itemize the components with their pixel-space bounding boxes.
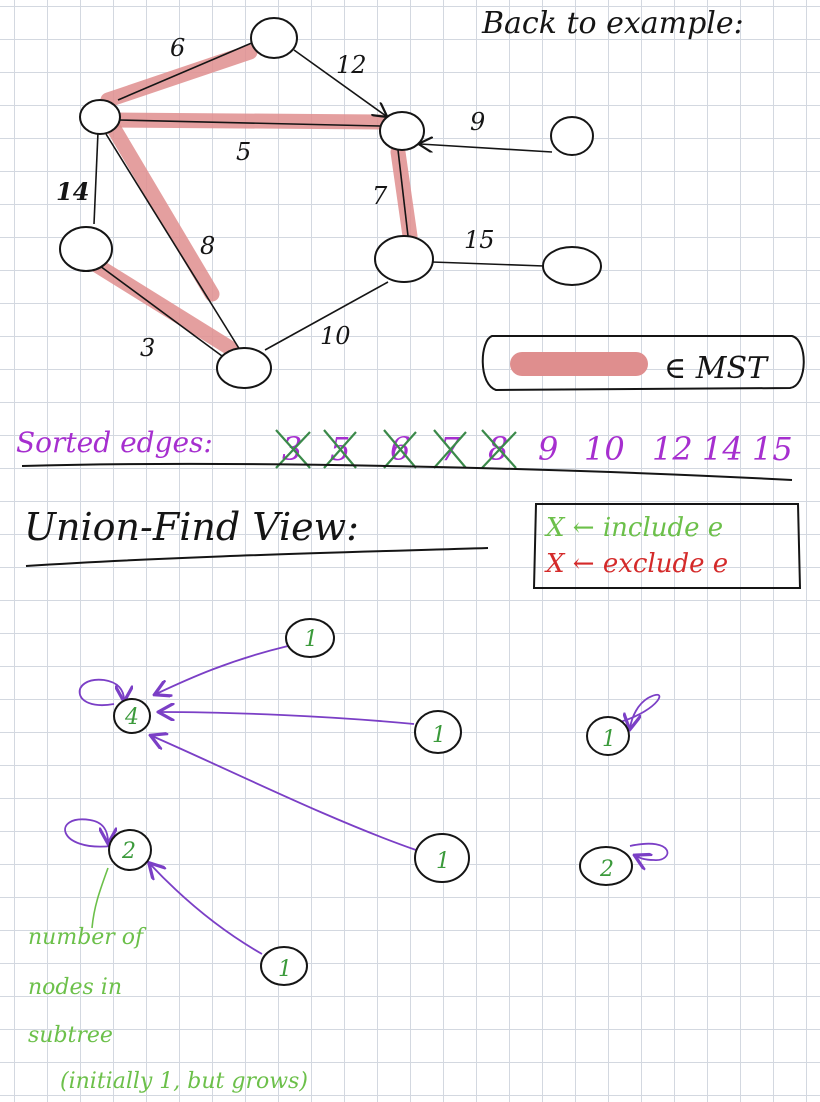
include-exclude-box — [532, 503, 802, 589]
uf-node — [108, 829, 152, 871]
graph-node-b — [250, 17, 298, 59]
edge-weight-label: 10 — [320, 322, 351, 350]
uf-link — [156, 645, 289, 694]
uf-self-loop — [629, 842, 669, 860]
subtree-size-annotation: number of nodes in subtree (initially 1,… — [28, 867, 308, 1094]
union-find-nodes: 4 1 1 1 1 2 1 2 — [108, 618, 633, 986]
union-find-heading: Union-Find View: — [24, 505, 489, 567]
edge-weight-label: 3 — [140, 334, 155, 362]
annotation-line: nodes in — [28, 975, 122, 1000]
sorted-edges: Sorted edges: 3 5 6 7 8 9 10 12 14 15 — [16, 426, 793, 481]
edge-d-f — [99, 265, 223, 357]
uf-self-loop — [78, 678, 124, 707]
edge-weight-label: 6 — [170, 34, 185, 62]
edge-weight-label: 14 — [56, 177, 89, 206]
annotation-line: number of — [28, 925, 147, 950]
graph-node-f — [216, 347, 272, 389]
cross-marks — [275, 429, 517, 469]
mst-edge-6 — [100, 44, 258, 108]
sorted-edge-remaining: 9 — [538, 430, 558, 468]
edge-c-g — [397, 149, 409, 237]
union-find-underline — [25, 547, 489, 567]
uf-node-count: 2 — [599, 857, 614, 882]
sorted-edge-remaining: 14 — [702, 430, 743, 468]
uf-node-count: 2 — [121, 839, 136, 864]
uf-link — [150, 864, 263, 955]
edge-f-g — [264, 281, 389, 351]
uf-node-count: 1 — [602, 727, 616, 752]
uf-node — [113, 698, 151, 734]
edge-a-f — [105, 133, 241, 351]
graph-node-d — [59, 226, 113, 272]
graph-node-a — [79, 99, 121, 135]
sorted-edges-label: Sorted edges: — [16, 426, 213, 459]
uf-self-loop — [64, 818, 112, 848]
graph-node-e — [550, 116, 594, 156]
include-exclude-legend: X ← include e X ← exclude e — [532, 503, 802, 589]
graph-node-c — [379, 111, 425, 151]
uf-node-count: 4 — [124, 705, 139, 730]
uf-node — [260, 946, 308, 986]
uf-node — [414, 833, 470, 883]
mst-legend: ∈ MST — [481, 335, 805, 392]
edge-b-c — [293, 49, 386, 116]
edge-a-b — [117, 41, 255, 101]
edge-weight-label: 8 — [200, 232, 215, 260]
uf-node-count: 1 — [436, 849, 450, 874]
edge-weight-label: 9 — [470, 108, 485, 136]
mst-legend-box — [481, 335, 805, 392]
edge-e-c — [420, 144, 553, 153]
graph-node-h — [542, 246, 602, 286]
annotation-pointer — [91, 867, 109, 929]
graph-nodes — [59, 17, 602, 389]
uf-node — [285, 618, 335, 658]
sorted-edge-remaining: 15 — [752, 430, 793, 468]
uf-node — [414, 710, 462, 754]
uf-self-loop — [619, 693, 661, 728]
exclude-legend-label: X ← exclude e — [544, 549, 728, 579]
annotation-line: (initially 1, but grows) — [60, 1069, 308, 1094]
uf-node-count: 1 — [278, 957, 292, 982]
uf-node — [579, 846, 633, 886]
edge-a-c — [117, 119, 381, 127]
uf-node-count: 1 — [304, 627, 318, 652]
edge-weight-label: 5 — [236, 138, 251, 166]
edge-weight-labels: 6 12 5 9 14 8 7 15 3 10 — [56, 34, 495, 362]
union-find-links — [64, 645, 669, 955]
edge-weight-label: 12 — [336, 51, 367, 79]
edge-weight-label: 7 — [372, 182, 388, 210]
union-find-title: Union-Find View: — [24, 505, 359, 549]
annotation-line: subtree — [28, 1023, 113, 1048]
sorted-edges-underline — [21, 462, 793, 481]
mst-edge-3 — [90, 258, 238, 356]
edge-weight-label: 15 — [464, 226, 495, 254]
graph-node-g — [374, 235, 434, 283]
include-legend-label: X ← include e — [544, 513, 723, 543]
page-title: Back to example: — [481, 6, 744, 41]
uf-node-count: 1 — [432, 723, 446, 748]
graph-edges — [93, 41, 553, 357]
edge-a-d — [93, 131, 99, 225]
mst-edge-8 — [102, 114, 220, 302]
uf-link — [152, 736, 417, 851]
sorted-edge-remaining: 12 — [652, 430, 693, 468]
uf-node — [586, 716, 630, 756]
mst-legend-label: ∈ MST — [664, 351, 769, 386]
sorted-edge-remaining: 10 — [584, 430, 625, 468]
mst-highlights — [90, 44, 418, 356]
edge-g-h — [431, 261, 545, 267]
uf-link — [160, 712, 415, 725]
